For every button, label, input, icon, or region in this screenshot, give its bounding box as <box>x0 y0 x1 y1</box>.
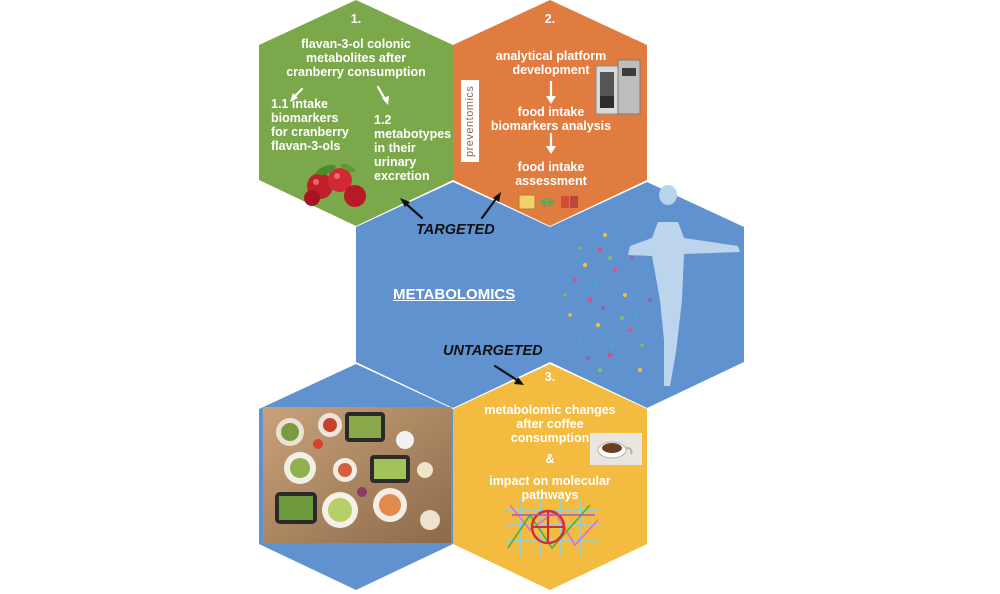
hex1-sub1-line: flavan-3-ols <box>271 139 341 153</box>
hex-center-blue <box>356 182 550 408</box>
hex3-line: impact on molecular <box>489 474 611 488</box>
hex-yellow <box>453 364 647 590</box>
brand-logo-text: preventomics <box>464 85 476 157</box>
hex2-number: 2. <box>544 12 556 26</box>
hex-orange <box>453 0 647 226</box>
hex3-ampersand: & <box>545 452 555 466</box>
hex1-title-line: cranberry consumption <box>286 65 426 79</box>
hex3-block-b: impact on molecular pathways <box>475 474 625 502</box>
hex3-line: pathways <box>521 488 579 502</box>
hex2-step2-line: biomarkers analysis <box>490 119 612 133</box>
hex2-step-1: analytical platform development <box>486 49 616 77</box>
food-icons-image <box>518 194 578 210</box>
hex3-line: consumption <box>510 431 590 445</box>
hex2-step3-line: assessment <box>515 174 587 188</box>
food-table-image <box>263 407 451 543</box>
hex1-sub2-line: in their <box>374 141 416 155</box>
arrow-targeted-right <box>480 194 500 220</box>
untargeted-label: UNTARGETED <box>443 343 543 359</box>
human-silhouette-image <box>563 185 740 386</box>
hex1-sub2-line: urinary <box>374 155 417 169</box>
arrows <box>290 80 556 385</box>
hex3-number: 3. <box>544 370 556 384</box>
center-title: METABOLOMICS <box>393 286 516 303</box>
hex2-step1-line: development <box>512 63 590 77</box>
targeted-label: TARGETED <box>416 222 495 238</box>
hex1-title-line: flavan-3-ol colonic <box>301 37 411 51</box>
mass-spectrometer-image <box>595 59 641 115</box>
hex1-subtopic-2: 1.2 metabotypes in their urinary excreti… <box>374 113 454 183</box>
coffee-cup-image <box>590 433 642 465</box>
hex1-sub2-line: excretion <box>374 169 430 183</box>
cranberries-image <box>304 163 366 207</box>
hex2-step1-line: analytical platform <box>495 49 607 63</box>
hex3-line: after coffee <box>516 417 584 431</box>
hex2-step2-line: food intake <box>517 105 585 119</box>
hex1-sub2-line: metabotypes <box>374 127 452 141</box>
hex1-title-line: metabolites after <box>305 51 407 65</box>
hex1-sub2-line: 1.2 <box>374 113 392 127</box>
hex3-block-a: metabolomic changes after coffee consump… <box>475 403 625 445</box>
arrow-untargeted <box>493 364 522 384</box>
hex-green <box>259 0 453 226</box>
hex2-step-2: food intake biomarkers analysis <box>486 105 616 133</box>
brand-label-bg <box>461 80 479 162</box>
hex1-subtopic-1: 1.1 intake biomarkers for cranberry flav… <box>271 97 371 153</box>
pathway-map-image <box>505 500 600 555</box>
hex1-number: 1. <box>350 12 362 26</box>
hex1-sub1-line: for cranberry <box>271 125 349 139</box>
hex2-step3-line: food intake <box>517 160 585 174</box>
hex-right-blue <box>550 182 744 408</box>
hex1-title: flavan-3-ol colonic metabolites after cr… <box>286 37 426 79</box>
hex2-step-3: food intake assessment <box>496 160 606 188</box>
hex1-sub1-line: biomarkers <box>271 111 339 125</box>
hex3-line: metabolomic changes <box>484 403 616 417</box>
hex1-sub1-line: 1.1 intake <box>271 97 328 111</box>
